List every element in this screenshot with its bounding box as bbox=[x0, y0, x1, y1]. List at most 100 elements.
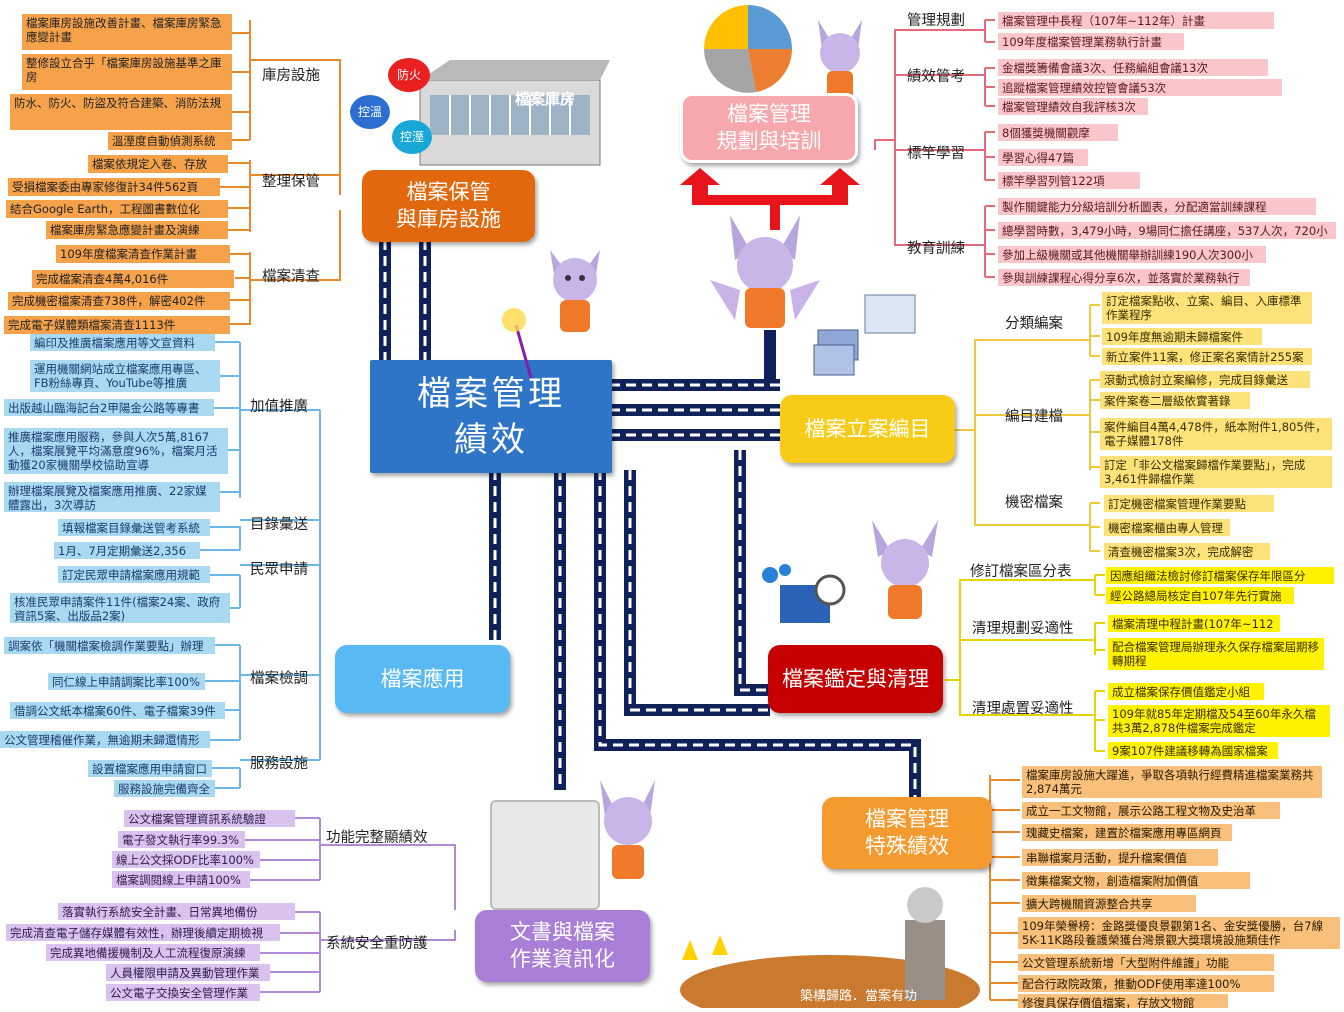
list-item: 成立檔案保存價值鑑定小組 bbox=[1108, 683, 1264, 700]
building-sign: 檔案庫房 bbox=[515, 90, 576, 108]
pie-chart-icon bbox=[696, 5, 800, 93]
application-node: 檔案應用 bbox=[335, 645, 510, 713]
list-item: 追蹤檔案管理績效控管會議53次 bbox=[998, 79, 1282, 96]
center-node: 檔案管理 績效 bbox=[370, 360, 612, 473]
catalog-node: 檔案立案編目 bbox=[780, 395, 955, 463]
group-label: 清理處置妥適性 bbox=[972, 701, 1074, 717]
list-item: 防水、防火、防盜及符合建築、消防法規 bbox=[10, 94, 232, 130]
list-item: 運用機關網站成立檔案應用專區、FB粉絲專頁、YouTube等推廣 bbox=[30, 360, 220, 392]
group-label: 編目建檔 bbox=[1005, 409, 1063, 425]
list-item: 辦理檔案展覽及檔案應用推廣、22家媒體露出，3次導訪 bbox=[4, 482, 220, 512]
list-item: 溫溼度自動偵測系統 bbox=[108, 132, 232, 150]
list-item: 機密檔案櫃由專人管理 bbox=[1104, 519, 1230, 536]
list-item: 檔案庫房設施大躍進，爭取各項執行經費精進檔案業務共2,874萬元 bbox=[1022, 766, 1322, 798]
fireproof-gear-icon: 防火 bbox=[388, 58, 430, 92]
informatization-node: 文書與檔案 作業資訊化 bbox=[475, 910, 650, 982]
group-label: 管理規劃 bbox=[907, 13, 965, 29]
list-item: 9案107件建議移轉為國家檔案 bbox=[1108, 742, 1278, 759]
group-label: 清理規劃妥適性 bbox=[972, 621, 1074, 637]
list-item: 成立一工文物館，展示公路工程文物及史治革 bbox=[1022, 802, 1280, 819]
list-item: 新立案件11案，修正案名案情計255案 bbox=[1102, 348, 1312, 365]
list-item: 金檔獎籌備會議3次、任務編組會議13次 bbox=[998, 59, 1268, 76]
bat-mascot-icon bbox=[710, 210, 820, 340]
humidity-label: 控溼 bbox=[399, 130, 424, 144]
list-item: 總學習時數，3,479小時，9場同仁擔任講座，537人次，720小時 bbox=[998, 222, 1336, 239]
list-item: 檔案清理中程計畫(107年~112年) bbox=[1108, 615, 1280, 632]
list-item: 串聯檔案月活動，提升檔案價值 bbox=[1022, 849, 1218, 866]
list-item: 完成異地備援機制及人工流程復原演練 bbox=[46, 944, 260, 961]
list-item: 完成檔案清查4萬4,016件 bbox=[32, 270, 234, 288]
group-label: 教育訓練 bbox=[907, 241, 965, 257]
list-item: 服務設施完備齊全 bbox=[114, 780, 215, 797]
planning-node: 檔案管理 規劃與培訓 bbox=[680, 93, 858, 163]
list-item: 線上公文採ODF比率100% bbox=[112, 851, 260, 868]
list-item: 出版越山臨海記台2甲陽金公路等專書 bbox=[4, 399, 214, 416]
list-item: 案件編目4萬4,478件，紙本附件1,805件，電子媒體178件 bbox=[1100, 418, 1332, 450]
group-label: 目錄彙送 bbox=[250, 517, 308, 533]
list-item: 因應組織法檢討修訂檔案保存年限區分 bbox=[1106, 567, 1334, 584]
trophy-plaque-illustration bbox=[660, 880, 980, 1012]
list-item: 完成機密檔案清查738件，解密402件 bbox=[8, 292, 230, 310]
list-item: 完成電子媒體類檔案清查1113件 bbox=[4, 316, 230, 334]
bat-mascot-icon bbox=[860, 515, 950, 625]
list-item: 編印及推廣檔案應用等文宣資料 bbox=[30, 334, 215, 351]
group-label: 民眾申請 bbox=[250, 562, 308, 578]
list-item: 完成清查電子儲存媒體有效性，辦理後續定期檢視 bbox=[6, 924, 280, 941]
group-label: 服務設施 bbox=[250, 756, 308, 772]
list-item: 借調公文紙本檔案60件、電子檔案39件 bbox=[10, 702, 225, 719]
humidity-gear-icon: 控溼 bbox=[392, 120, 432, 154]
list-item: 瑰藏史檔案，建置於檔案應用專區網頁 bbox=[1022, 824, 1232, 841]
group-label: 檔案檢調 bbox=[250, 671, 308, 687]
list-item: 擴大跨機關資源整合共享 bbox=[1022, 895, 1196, 912]
list-item: 設置檔案應用申請窗口 bbox=[88, 760, 212, 777]
sparkler-icon bbox=[486, 300, 546, 380]
list-item: 落實執行系統安全計畫、日常異地備份 bbox=[58, 903, 295, 920]
list-item: 公文管理系統新增「大型附件維護」功能 bbox=[1018, 954, 1274, 971]
list-item: 訂定機密檔案管理作業要點 bbox=[1104, 495, 1274, 512]
list-item: 公文電子交換安全管理作業 bbox=[106, 984, 260, 1001]
list-item: 清查機密檔案3次，完成解密402件 bbox=[1104, 543, 1270, 560]
list-item: 推廣檔案應用服務，參與人次5萬,8167人，檔案展覽平均滿意度96%，檔案月活動… bbox=[4, 428, 228, 474]
list-item: 訂定「非公文檔案歸檔作業要點」，完成3,461件歸檔作業 bbox=[1100, 456, 1332, 488]
bat-mascot-icon bbox=[590, 775, 665, 885]
group-label: 系統安全重防護 bbox=[326, 936, 428, 952]
magnifier-book-icon bbox=[760, 560, 855, 630]
list-item: 電子發文執行率99.3% bbox=[118, 831, 245, 848]
list-item: 檔案管理中長程（107年~112年）計畫 bbox=[998, 12, 1274, 29]
list-item: 結合Google Earth，工程圖書數位化 bbox=[6, 200, 228, 218]
list-item: 檔案調閱線上申請100% bbox=[112, 871, 250, 888]
list-item: 配合行政院政策，推動ODF使用率達100% bbox=[1018, 975, 1274, 992]
list-item: 同仁線上申請調案比率100% bbox=[48, 673, 205, 690]
list-item: 109年榮譽榜：金路獎優良景觀第1名、金安獎優勝，台7線5K-11K路段養護榮獲… bbox=[1018, 917, 1340, 949]
list-item: 案件案卷二層級依實著錄 bbox=[1100, 392, 1250, 409]
computer-icon bbox=[490, 800, 600, 910]
list-item: 1月、7月定期彙送2,356筆 bbox=[54, 542, 200, 559]
list-item: 製作關鍵能力分級培訓分析圖表，分配適當訓練課程 bbox=[998, 198, 1316, 215]
list-item: 訂定檔案點收、立案、編目、入庫標準作業程序 bbox=[1102, 292, 1312, 324]
list-item: 調案依「機關檔案檢調作業要點」辦理 bbox=[4, 637, 215, 654]
group-label: 修訂檔案區分表 bbox=[970, 564, 1072, 580]
list-item: 核准民眾申請案件11件(檔案24案、政府資訊5案、出版品2案) bbox=[10, 593, 230, 623]
group-label: 分類編案 bbox=[1005, 316, 1063, 332]
list-item: 8個獲獎機關觀摩 bbox=[998, 124, 1118, 141]
group-label: 加值推廣 bbox=[250, 399, 308, 415]
list-item: 修復具保存價值檔案，存放文物館 bbox=[1018, 994, 1228, 1008]
list-item: 公文管理稽催作業，無逾期未歸還情形 bbox=[0, 731, 210, 748]
list-item: 109年就85年定期檔及54至60年永久檔共3萬2,878件檔案完成鑑定 bbox=[1108, 705, 1330, 737]
list-item: 109年度檔案管理業務執行計畫 bbox=[998, 33, 1184, 50]
group-label: 庫房設施 bbox=[262, 68, 320, 84]
list-item: 學習心得47篇 bbox=[998, 149, 1088, 166]
list-item: 整修設立合乎「檔案庫房設施基準之庫房 bbox=[22, 54, 232, 90]
document-stack-icon bbox=[810, 290, 920, 380]
group-label: 標竿學習 bbox=[907, 146, 965, 162]
list-item: 參加上級機關或其他機關舉辦訓練190人次300小時 bbox=[998, 246, 1266, 263]
storage-node: 檔案保管 與庫房設施 bbox=[362, 170, 535, 242]
list-item: 檔案庫房設施改善計畫、檔案庫房緊急應變計畫 bbox=[22, 14, 232, 50]
list-item: 檔案依規定入卷、存放 bbox=[88, 155, 228, 173]
list-item: 受損檔案委由專家修復計34件562頁 bbox=[8, 178, 220, 196]
list-item: 滾動式檢討立案編修，完成目錄彙送 bbox=[1100, 371, 1310, 388]
temperature-label: 控溫 bbox=[357, 105, 382, 119]
appraisal-node: 檔案鑑定與清理 bbox=[768, 645, 943, 713]
group-label: 機密檔案 bbox=[1005, 495, 1063, 511]
